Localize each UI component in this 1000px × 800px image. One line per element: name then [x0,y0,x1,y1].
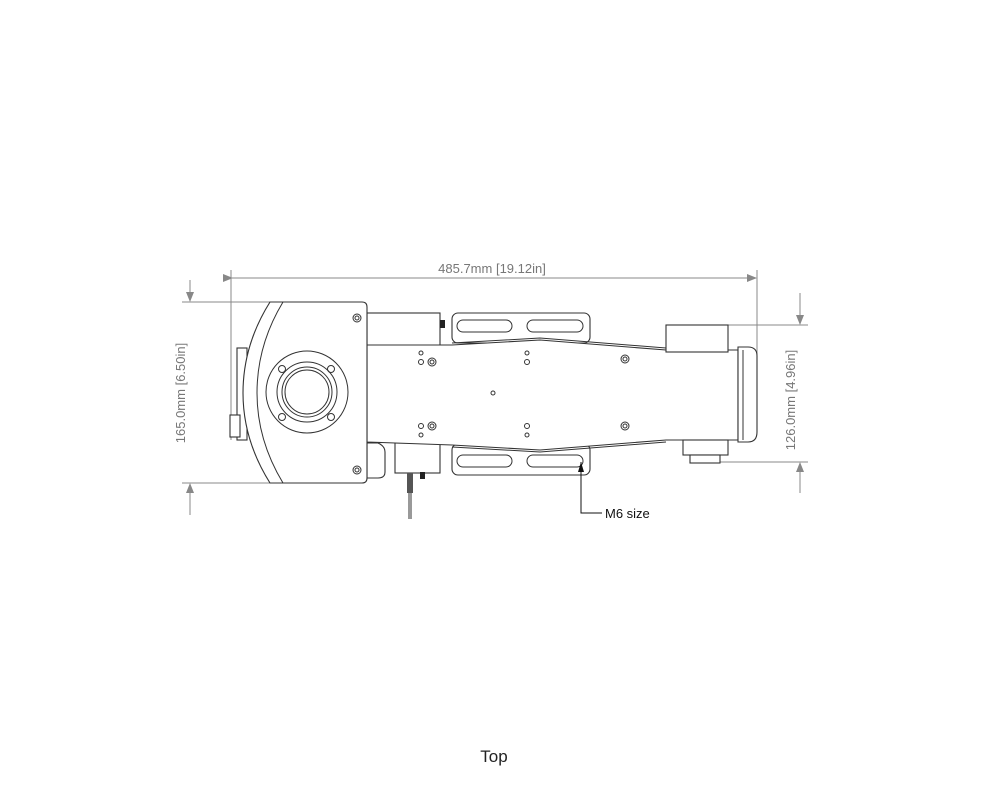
view-caption: Top [480,747,507,766]
top-mount-plate [451,312,591,344]
connector-box [394,442,441,474]
end-cap [737,346,758,443]
lower-bracket [366,442,386,479]
top-box [665,324,729,353]
width-dimension [182,280,270,515]
mounting-holes [418,350,630,438]
m6-leader [580,462,602,514]
width-label: 165.0mm [6.50in] [173,343,188,443]
length-label: 485.7mm [19.12in] [438,261,546,276]
lens-mount [265,350,349,434]
bottom-connector [682,439,729,456]
cable-connector [407,473,413,493]
camera-head [229,301,368,484]
body-width-label: 126.0mm [4.96in] [783,350,798,450]
m6-callout-label: M6 size [605,506,650,521]
upper-block [366,312,441,347]
